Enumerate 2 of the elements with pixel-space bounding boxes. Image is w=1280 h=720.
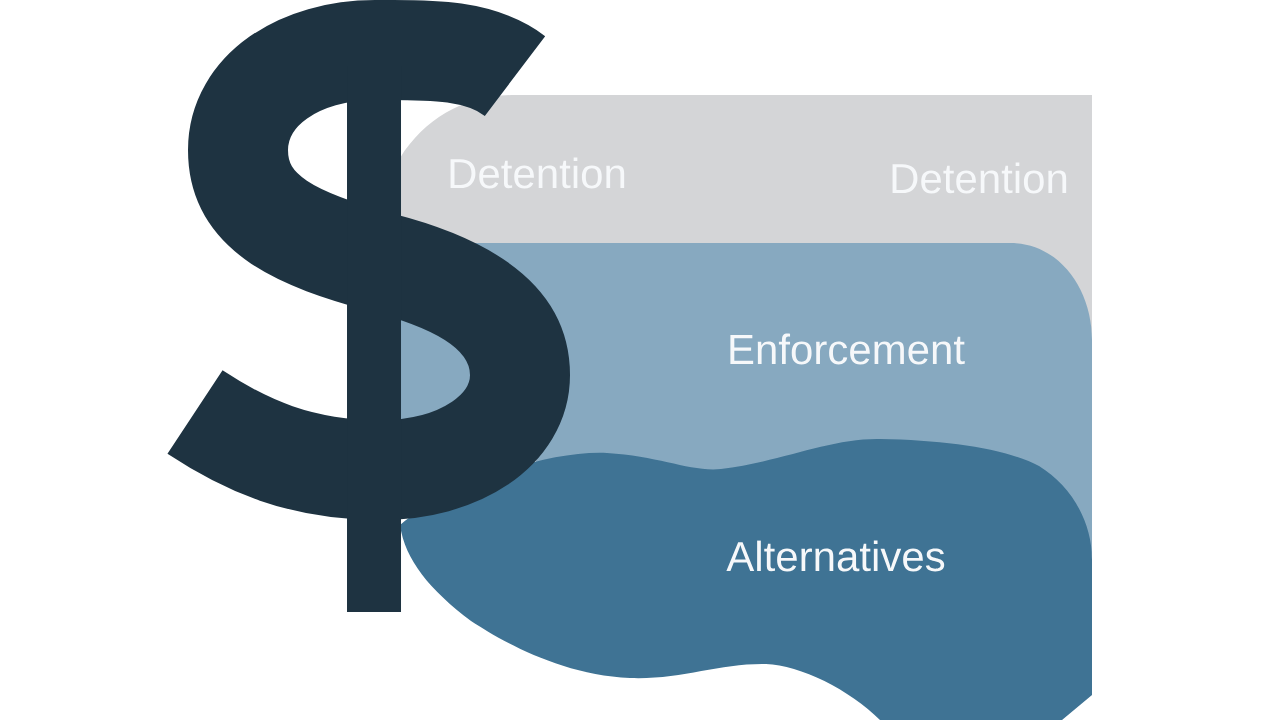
band-label: Enforcement — [730, 333, 965, 365]
band-label: Alternatives — [726, 540, 945, 572]
